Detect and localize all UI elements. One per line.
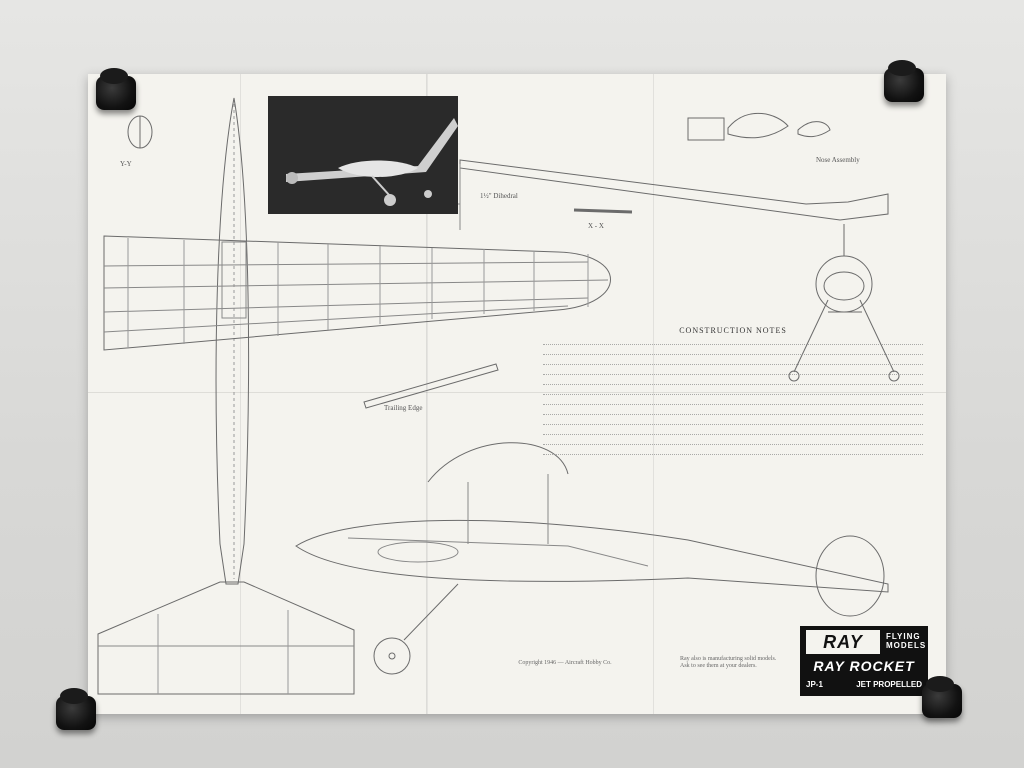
notes-text-line — [543, 359, 923, 365]
copyright-text: Copyright 1946 — Aircraft Hobby Co. — [518, 660, 612, 666]
tail-plane — [97, 581, 355, 695]
dihedral-label: 1½" Dihedral — [480, 192, 518, 200]
section-yy-label: Y-Y — [120, 160, 132, 168]
aircraft-silhouette — [286, 118, 458, 206]
fuselage-side-view — [295, 442, 889, 675]
poster-clip-bottom-right — [922, 676, 962, 718]
notes-text-line — [543, 349, 923, 355]
model-name: RAY ROCKET — [813, 658, 915, 674]
notes-text-line — [543, 429, 923, 435]
notes-text-line — [543, 389, 923, 395]
section-yy — [127, 115, 153, 149]
poster-clip-bottom-left — [56, 688, 96, 730]
trailing-edge-label: Trailing Edge — [384, 404, 423, 412]
brand-tagline: FLYING MODELS — [886, 632, 926, 650]
aircraft-photo — [268, 96, 458, 214]
plan-drawing — [97, 97, 900, 695]
fold-crease — [426, 74, 428, 714]
notes-text-line — [543, 439, 923, 445]
notes-text-line — [543, 409, 923, 415]
brand-tagline-line2: MODELS — [886, 641, 927, 650]
notes-text-line — [543, 379, 923, 385]
brand-name: RAY — [806, 630, 880, 654]
notes-text-line — [543, 339, 923, 345]
brand-tagline-line1: FLYING — [886, 632, 921, 641]
main-wing-plan — [103, 235, 611, 351]
blueprint-poster: Y-Y X - X Nose Assembly 1½" Dihedral Tra… — [88, 74, 946, 714]
trailing-edge-strip — [363, 363, 499, 409]
plan-number: JP-1 — [806, 680, 823, 689]
poster-clip-top-left — [96, 68, 136, 110]
catalog-note: Ray also is manufacturing solid models. … — [680, 656, 777, 669]
notes-text-line — [543, 419, 923, 425]
fold-crease — [240, 74, 241, 714]
notes-text-line — [543, 449, 923, 455]
notes-text-line — [543, 399, 923, 405]
nose-assembly-label: Nose Assembly — [816, 156, 860, 164]
fold-crease — [88, 392, 946, 393]
poster-clip-top-right — [884, 60, 924, 102]
model-type: JET PROPELLED — [856, 680, 922, 689]
fuselage-top-view — [215, 97, 250, 585]
ray-flying-models-logo: RAY FLYING MODELS RAY ROCKET JP-1 JET PR… — [800, 626, 928, 696]
notes-text-line — [543, 369, 923, 375]
section-xx — [573, 208, 633, 214]
front-view — [788, 224, 900, 382]
construction-notes-title: CONSTRUCTION NOTES — [679, 326, 787, 335]
section-xx-label: X - X — [588, 222, 604, 230]
construction-notes: CONSTRUCTION NOTES — [543, 326, 923, 459]
nose-assembly — [687, 112, 831, 141]
